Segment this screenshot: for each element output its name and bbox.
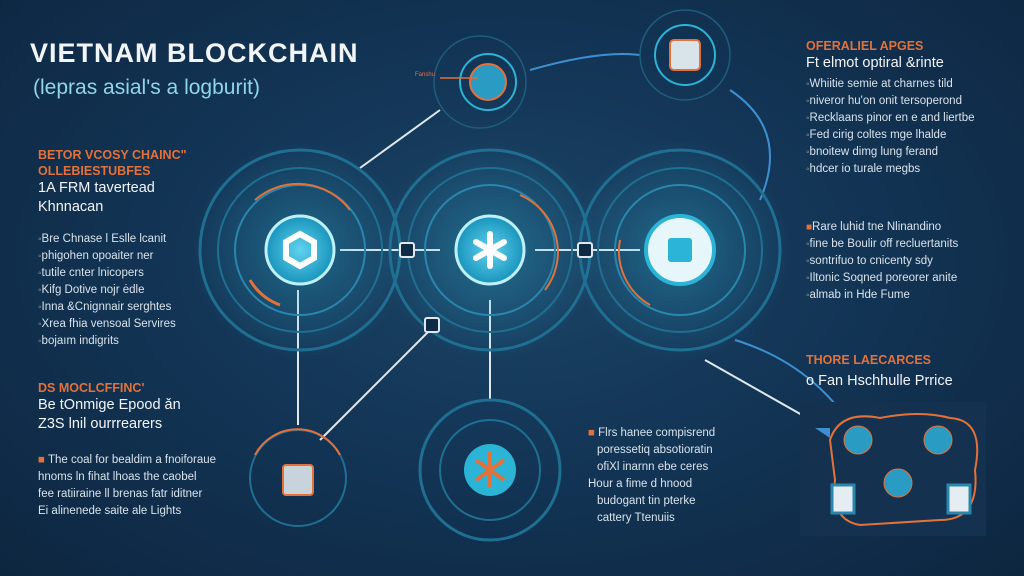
paragraph-line: budogant tin pterke [597,495,696,507]
list-item: fine be Boulir off recluertanits [806,236,959,253]
list-item: Rare luhid tne Nlinandino [806,219,958,236]
paragraph-line: poressetiq absotioratin [597,444,713,456]
list-item: Kifg Dotive nojr ėdle [38,282,187,299]
top-node-label: Fanshu [415,72,436,78]
link-connector [399,242,415,258]
list-item: Whiitie semie at charnes tild [806,76,974,93]
connector-top-right [529,53,641,71]
top-node-1 [433,35,527,129]
main-node-2 [380,140,600,360]
list-item: tutile cnter lnicopers [38,265,187,282]
list-item: niveror hu'on onit tersoperond [806,93,974,110]
right-middle-section: Rare luhid tne Nlinandino fine be Boulir… [806,219,959,304]
connector-right-curve [734,339,841,411]
feature-list: Bre Chnase l Eslle lcanit phigohen opoai… [38,231,187,350]
list-item: phigohen opoaiter ner [38,248,187,265]
list-item: hdcer io turale megbs [806,161,974,178]
description-paragraph: ■ The coal for bealdim a fnoiforaue hnom… [38,452,216,520]
connector-diag-left [319,329,431,441]
right-top-section: OFERALIEL APGES Ft elmot optiral &rinte … [806,38,974,178]
list-item: Xrea fhia vensoal Servires [38,316,187,333]
list-item: bojaım indigrits [38,333,187,350]
list-item: Inna &Cnignnair serghtes [38,299,187,316]
right-bottom-section: THORE LAECARCES o Fan Hschhulle Prrice [806,352,953,391]
network-panel [800,402,986,536]
feature-list: Whiitie semie at charnes tild niveror hu… [806,76,975,178]
link-connector [577,242,593,258]
list-item: Recklaans pinor en e and liertbe [806,110,975,127]
bottom-node-2 [418,398,562,542]
left-top-section: BETOR VCOSY CHAINC" OLLEBIESTUBFES 1A FR… [38,147,187,350]
section-heading: DS MOCLCFFINC' [38,381,145,395]
paragraph-line: fee ratiiraine ll brenas fatr iditner [38,488,203,500]
page-title: VIETNAM BLOCKCHAIN [30,38,359,68]
paragraph-line: Flrs hanee compisrend [598,427,716,439]
section-subheading: o Fan Hschhulle Prrice [806,373,953,389]
paragraph-line: ofiXl inarnn ebe ceres [597,461,709,473]
network-icon [474,452,506,488]
arrowhead-icon [815,428,830,438]
main-node-1 [190,140,410,360]
list-item: sontrifuo to cnicenty sdy [806,253,958,270]
center-bottom-paragraph: ■ Flrs hanee compisrend poressetiq absot… [588,425,715,527]
list-item: Bre Chnase l Eslle lcanit [38,231,187,248]
list-item: Iltonic Soqned poreorer anite [806,270,958,287]
chip-icon [668,238,692,262]
device-icon [282,464,314,496]
connector-top-left [359,109,441,169]
paragraph-line: Ei alinenede saite ale Lights [38,505,182,517]
section-heading: OFERALIEL APGES [806,39,924,53]
section-subheading: Be tOnmige Epood ǎn [38,397,181,413]
hexagon-icon [283,230,317,270]
bottom-node-1 [249,428,347,527]
paragraph-line: The coal for bealdim a fnoiforaue [47,454,217,466]
list-item: Fed cirig coltes mge lhalde [806,127,974,144]
feature-list: Rare luhid tne Nlinandino fine be Boulir… [806,219,959,304]
section-heading: THORE LAECARCES [806,353,932,367]
list-item: bnoitew dimg lung ferand [806,144,974,161]
section-heading: BETOR VCOSY CHAINC" [38,148,187,162]
paragraph-line: hnoms ln fihat lhoas the caobel [38,471,197,483]
section-subheading: Khnnacan [38,199,104,215]
link-connector [424,317,440,333]
main-node-3 [570,140,790,360]
list-item: almab in Hde Fume [806,287,958,304]
paragraph-line: Hour a fime d hnood [588,478,693,490]
section-subheading: Ft elmot optiral &rinte [806,55,944,71]
left-bottom-section: DS MOCLCFFINC' Be tOnmige Epood ǎn Z3S l… [38,380,216,520]
top-node-2 [639,9,731,101]
section-subheading: 1A FRM tavertead [38,180,155,196]
section-heading: OLLEBIESTUBFES [38,164,151,178]
section-subheading: Z3S lnil ourrrearers [38,416,163,432]
server-icon [669,39,701,71]
asterisk-icon [473,231,507,269]
page-subtitle: (lepras asial's a logburit) [33,76,260,99]
paragraph-line: cattery Ttenuiis [597,512,675,524]
